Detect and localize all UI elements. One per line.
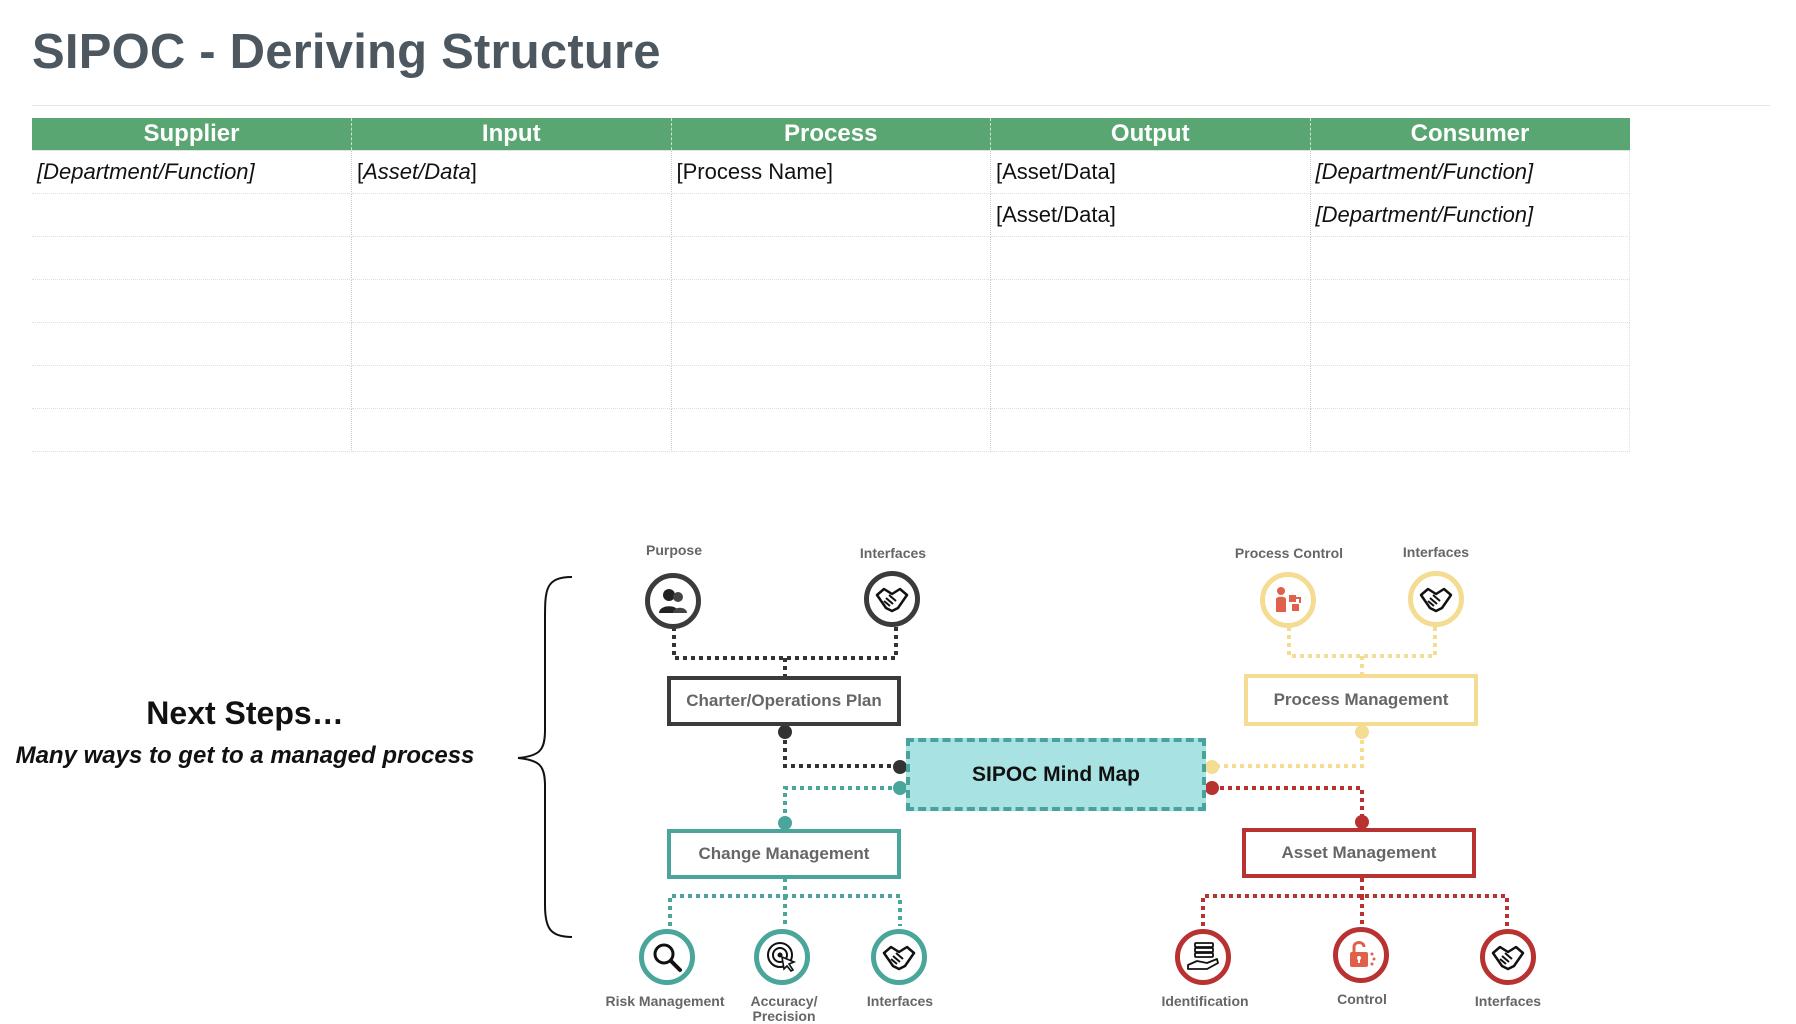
table-cell[interactable] [1310, 408, 1630, 452]
table-row: [Asset/Data] [Department/Function] [32, 193, 1630, 237]
table-cell[interactable] [351, 236, 672, 280]
magnifier-icon [639, 929, 695, 985]
table-row [32, 279, 1630, 323]
table-cell[interactable] [32, 408, 352, 452]
header-supplier: Supplier [32, 118, 352, 151]
table-cell[interactable]: [Department/Function] [1310, 193, 1630, 237]
curly-brace [517, 576, 573, 938]
sipoc-table: Supplier Input Process Output Consumer [… [32, 118, 1630, 452]
table-cell[interactable]: [Department/Function] [32, 150, 352, 194]
page-title: SIPOC - Deriving Structure [32, 25, 661, 79]
identification-label: Identification [1161, 993, 1249, 1009]
title-divider [32, 105, 1770, 106]
table-cell[interactable] [32, 193, 352, 237]
risk-management-label: Risk Management [605, 993, 725, 1009]
table-cell[interactable] [990, 236, 1311, 280]
purpose-label: Purpose [645, 542, 702, 558]
table-row: [Department/Function] [Asset/Data] [Proc… [32, 150, 1630, 194]
table-cell[interactable]: [Asset/Data] [990, 150, 1311, 194]
table-cell[interactable] [351, 193, 672, 237]
target-cursor-icon [754, 929, 810, 985]
table-cell-italic: Asset/Data [363, 159, 471, 184]
table-cell[interactable] [990, 279, 1311, 323]
next-steps-subtitle: Many ways to get to a managed process [15, 742, 475, 769]
interfaces-label: Interfaces [1402, 544, 1470, 560]
table-row [32, 365, 1630, 409]
change-management-box[interactable]: Change Management [667, 829, 901, 879]
asset-connectors [1201, 786, 1509, 926]
process-connectors [1212, 627, 1437, 768]
table-row [32, 236, 1630, 280]
table-cell[interactable] [351, 322, 672, 366]
next-steps-title: Next Steps… [146, 695, 344, 731]
table-cell[interactable] [671, 322, 991, 366]
table-cell[interactable] [990, 322, 1311, 366]
table-cell[interactable] [1310, 236, 1630, 280]
table-cell[interactable]: [Asset/Data] [351, 150, 672, 194]
table-cell[interactable] [671, 193, 991, 237]
table-cell[interactable] [671, 408, 991, 452]
header-consumer: Consumer [1310, 118, 1630, 151]
handshake-icon [871, 929, 927, 985]
table-cell[interactable] [1310, 322, 1630, 366]
process-control-label: Process Control [1234, 545, 1344, 561]
table-cell[interactable] [671, 365, 991, 409]
table-row [32, 408, 1630, 452]
header-process: Process [671, 118, 991, 151]
handshake-icon [864, 571, 920, 627]
table-cell[interactable] [1310, 279, 1630, 323]
table-cell[interactable] [1310, 365, 1630, 409]
table-cell[interactable]: [Department/Function] [1310, 150, 1630, 194]
people-icon [645, 573, 701, 629]
control-label: Control [1337, 991, 1387, 1007]
header-input: Input [351, 118, 672, 151]
charter-operations-plan-box[interactable]: Charter/Operations Plan [667, 676, 901, 726]
table-cell[interactable]: [Process Name] [671, 150, 991, 194]
accuracy-precision-label: Accuracy/ Precision [750, 993, 818, 1024]
handshake-icon [1480, 929, 1536, 985]
table-cell[interactable] [351, 365, 672, 409]
change-connectors [668, 786, 902, 926]
table-cell[interactable] [32, 279, 352, 323]
handshake-icon [1408, 571, 1464, 627]
stack-hand-icon [1175, 929, 1231, 985]
table-cell[interactable] [990, 365, 1311, 409]
charter-connectors [672, 627, 900, 768]
table-cell[interactable] [32, 322, 352, 366]
table-cell[interactable] [351, 279, 672, 323]
table-header-row: Supplier Input Process Output Consumer [32, 118, 1630, 151]
sipoc-mind-map-node[interactable]: SIPOC Mind Map [906, 738, 1206, 811]
table-row [32, 322, 1630, 366]
asset-management-box[interactable]: Asset Management [1242, 828, 1476, 878]
table-cell[interactable]: [Asset/Data] [990, 193, 1311, 237]
table-cell[interactable] [671, 236, 991, 280]
header-output: Output [990, 118, 1311, 151]
table-cell[interactable] [351, 408, 672, 452]
lock-icon [1333, 927, 1389, 983]
interfaces-label: Interfaces [859, 545, 927, 561]
table-cell[interactable] [32, 236, 352, 280]
process-management-box[interactable]: Process Management [1244, 674, 1478, 726]
table-cell[interactable] [990, 408, 1311, 452]
interfaces-label: Interfaces [1474, 993, 1542, 1009]
interfaces-label: Interfaces [866, 993, 934, 1009]
table-cell[interactable] [32, 365, 352, 409]
table-cell[interactable] [671, 279, 991, 323]
process-control-icon [1260, 572, 1316, 628]
